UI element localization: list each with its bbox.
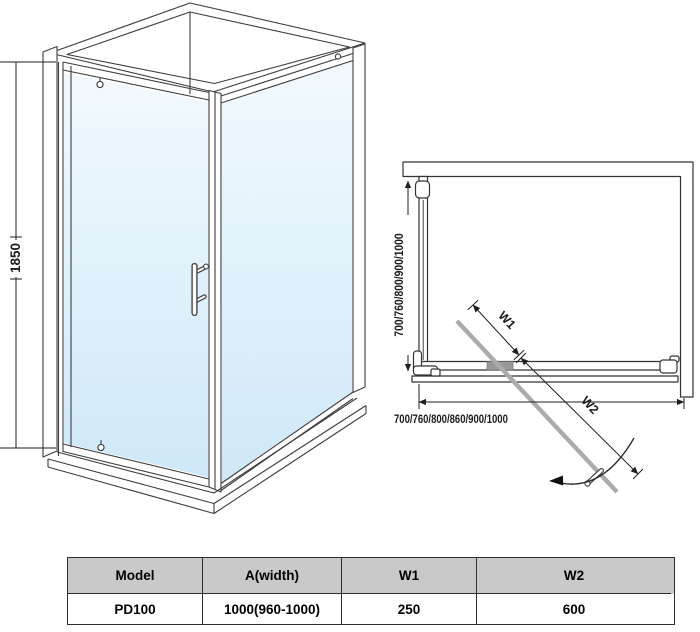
top-frame [49,2,366,94]
header-cell-model: Model [68,558,203,594]
height-dimension: 1850 [0,61,56,449]
header-cell-width: A(width) [203,558,342,594]
technical-drawing: 1850 [0,2,694,515]
depth-options-label: 700/760/800/900/1000 [393,233,406,336]
cell-w1-value: 250 [342,594,477,624]
w2-dimension: W2 [515,352,644,480]
front-view-3d [42,2,367,515]
bottom-pivot-hinge-icon [97,440,105,452]
w1-label: W1 [495,309,518,332]
bottom-track [411,360,679,383]
cell-w2-value: 600 [477,594,671,624]
cell-model-value: PD100 [68,594,203,624]
panel-clamp-icon [414,180,431,199]
top-pivot-hinge-icon [96,77,104,89]
wall-profile [402,161,694,398]
left-wall [42,45,58,458]
corner-bracket-left [412,350,441,377]
panel-bracket-icon [334,53,342,60]
spec-table-header-row: Model A(width) W1 W2 [68,558,674,594]
shower-tray [47,397,367,515]
width-dimension: 700/760/800/860/900/1000 [394,384,685,426]
w1-dimension: W1 [467,299,525,361]
w2-label: W2 [578,394,601,417]
right-wall [352,43,366,394]
depth-dimension: 700/760/800/900/1000 [393,180,412,372]
pivot-door [57,61,210,488]
fixed-panel-plan [414,175,431,375]
door-handle-3d [191,262,209,317]
width-options-label: 700/760/800/860/900/1000 [394,413,508,426]
swing-arrowhead-icon [549,475,564,486]
corner-post [208,89,222,493]
cell-width-value: 1000(960-1000) [203,594,342,624]
door-handle-plan [584,468,604,487]
side-panel [220,52,354,491]
corner-bracket-right [659,355,680,374]
spec-table: Model A(width) W1 W2 PD100 1000(960-1000… [67,557,675,625]
header-cell-w1: W1 [342,558,477,594]
plan-view: W1 W2 700/760/800/900/1000 700/760/800 [393,161,694,494]
height-dim-label: 1850 [8,243,23,273]
spec-table-data-row: PD100 1000(960-1000) 250 600 [68,594,674,624]
header-cell-w2: W2 [477,558,671,594]
